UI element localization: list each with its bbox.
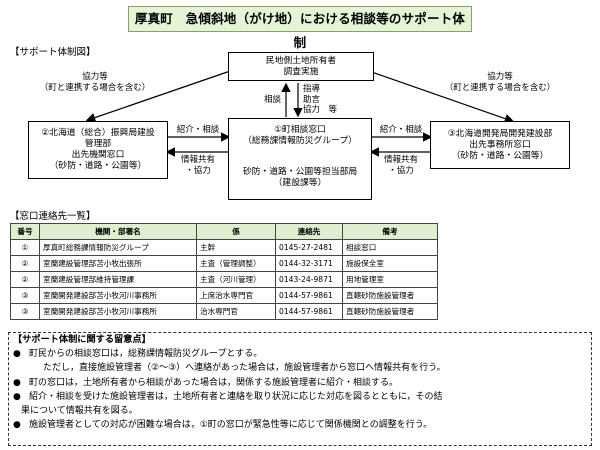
bullet-icon: ● <box>13 420 21 431</box>
note-text: 町の窓口は，土地所有者から相談があった場合は，関係する施設管理者に紹介・相談する… <box>29 377 399 388</box>
note-item: ● 町民からの相談窓口は，総務課情報防災グループとする。 ただし，直接施設管理者（… <box>13 347 587 375</box>
cell-position: 主幹 <box>196 239 276 256</box>
cell-remarks: 施設保全室 <box>342 255 438 272</box>
label-share-left-line1: 情報共有 <box>180 155 215 165</box>
cell-position: 治水専門官 <box>196 303 276 320</box>
label-share-left: 情報共有 ・協力 <box>170 155 226 176</box>
box-construction-dept-line1: 砂防・道路・公園等担当部局 <box>242 167 358 177</box>
table-row: ③ 室蘭開発建設部苫小牧河川事務所 治水専門官 0144-57-9861 直轄砂… <box>10 303 438 320</box>
table-row: ② 室蘭建設管理部苫小牧出張所 主査（管理調整） 0144-32-3171 施設… <box>10 255 438 272</box>
box-hokkaido-bureau-line1: ②北海道（総合）振興局建設 <box>41 128 155 138</box>
contacts-table: 番号 機関・部署名 係 連絡先 備考 ① 厚真町総務課情報防災グループ 主幹 0… <box>10 223 438 320</box>
cell-department: 厚真町総務課情報防災グループ <box>39 239 197 256</box>
note-text: 町民からの相談窓口は，総務課情報防災グループとする。 <box>29 349 263 360</box>
bullet-icon: ● <box>13 391 21 402</box>
col-remarks: 備考 <box>342 223 438 240</box>
box-construction-dept-line2: （建設課等） <box>273 178 327 188</box>
label-guidance-line1: 指導 <box>303 84 321 94</box>
note-text: 紹介・相談を受けた施設管理者は，土地所有者と連絡を取り状況に応じた対応を図るとと… <box>29 391 443 402</box>
note-item: ● 施設管理者としての対応が困難な場合は，①町の窓口が緊急性等に応じて関係機関との… <box>13 418 587 432</box>
arrow-top-right <box>354 62 515 124</box>
cell-remarks: 相談窓口 <box>342 239 438 256</box>
label-right-coop-line2: （町と連携する場合を含む） <box>444 82 556 93</box>
cell-number: ③ <box>10 303 40 320</box>
table-row: ① 厚真町総務課情報防災グループ 主幹 0145-27-2481 相談窓口 <box>10 239 438 256</box>
col-department: 機関・部署名 <box>39 223 197 240</box>
cell-remarks: 用地管理室 <box>342 271 438 288</box>
box-landowner-line2: 調査実施 <box>283 66 319 77</box>
label-share-left-line2: ・協力 <box>185 165 211 176</box>
note-item: ● 町の窓口は，土地所有者から相談があった場合は，関係する施設管理者に紹介・相談す… <box>13 376 587 390</box>
cell-number: ② <box>10 255 40 272</box>
box-development-bureau-line2: 出先事務所窓口 <box>469 139 531 150</box>
cell-phone: 0145-27-2481 <box>275 239 343 256</box>
box-town-window-line1: ①町相談窓口 <box>274 125 326 135</box>
box-development-bureau-line3: （砂防・道路・公園等） <box>451 150 549 161</box>
label-left-coop-line1: 協力等 <box>82 72 108 82</box>
note-continuation: 果について情報共有を図る。 <box>21 406 138 417</box>
label-left-coop-line2: （町と連携する場合を含む） <box>39 82 151 93</box>
cell-position: 主査（河川管理） <box>196 271 276 288</box>
label-consult: 相談 <box>264 95 282 105</box>
label-share-right-line1: 情報共有 <box>383 155 418 165</box>
cell-remarks: 直轄砂防施設管理者 <box>342 287 438 304</box>
box-hokkaido-bureau-line2: 管理部 <box>84 139 112 149</box>
cell-number: ② <box>10 271 40 288</box>
table-row: ③ 室蘭開発建設部苫小牧河川事務所 上席治水専門官 0144-57-9861 直… <box>10 287 438 304</box>
bullet-icon: ● <box>13 349 21 360</box>
cell-department: 室蘭建設管理部維持管理課 <box>39 271 197 288</box>
contacts-section-label: 【窓口連絡先一覧】 <box>10 211 96 222</box>
label-intro-right: 紹介・相談 <box>379 125 423 135</box>
cell-phone: 0144-57-9861 <box>275 303 343 320</box>
label-right-coop: 協力等 （町と連携する場合を含む） <box>420 72 580 93</box>
label-guidance-line2: 助言 <box>303 94 321 105</box>
box-development-bureau: ③北海道開発局開発建設部 出先事務所窓口 （砂防・道路・公園等） <box>430 121 570 169</box>
notes-title: 【サポート体制に関する留意点】 <box>13 334 151 345</box>
cell-department: 室蘭開発建設部苫小牧河川事務所 <box>39 303 197 320</box>
cell-position: 上席治水専門官 <box>196 287 276 304</box>
box-landowner: 民地側土地所有者 調査実施 <box>228 52 374 81</box>
col-phone: 連絡先 <box>275 223 343 240</box>
cell-phone: 0143-24-9871 <box>275 271 343 288</box>
cell-phone: 0144-32-3171 <box>275 255 343 272</box>
note-item: ● 紹介・相談を受けた施設管理者は，土地所有者と連絡を取り状況に応じた対応を図ると… <box>13 390 587 418</box>
label-intro-left: 紹介・相談 <box>176 125 220 135</box>
cell-number: ① <box>10 239 40 256</box>
cell-department: 室蘭建設管理部苫小牧出張所 <box>39 255 197 272</box>
label-share-right: 情報共有 ・協力 <box>374 155 428 176</box>
table-row: ② 室蘭建設管理部維持管理課 主査（河川管理） 0143-24-9871 用地管… <box>10 271 438 288</box>
arrow-top-left <box>85 62 245 123</box>
label-guidance: 指導 助言 協力 等 <box>303 84 337 116</box>
label-right-coop-line1: 協力等 <box>487 72 513 82</box>
note-continuation: ただし，直接施設管理者（②～③）へ連絡があった場合は，施設管理者から窓口へ情報共… <box>43 363 446 374</box>
cell-number: ③ <box>10 287 40 304</box>
note-text: 施設管理者としての対応が困難な場合は，①町の窓口が緊急性等に応じて関係機関との調… <box>29 420 433 431</box>
label-guidance-line3: 協力 等 <box>303 105 338 115</box>
notes-box: 【サポート体制に関する留意点】 ● 町民からの相談窓口は，総務課情報防災グループと… <box>8 332 592 446</box>
box-town-window-line2: （総務課情報防災グループ） <box>243 136 357 146</box>
box-hokkaido-bureau-line4: （砂防・道路・公園等） <box>49 161 147 171</box>
box-development-bureau-line1: ③北海道開発局開発建設部 <box>447 128 553 139</box>
col-position: 係 <box>196 223 276 240</box>
box-hokkaido-bureau-line3: 出先機関窓口 <box>71 150 125 160</box>
cell-phone: 0144-57-9861 <box>275 287 343 304</box>
label-share-right-line2: ・協力 <box>388 165 414 176</box>
cell-position: 主査（管理調整） <box>196 255 276 272</box>
diagram-section-label: 【サポート体制図】 <box>10 47 96 58</box>
cell-remarks: 直轄砂防施設管理者 <box>342 303 438 320</box>
box-town-window: ①町相談窓口 （総務課情報防災グループ） 砂防・道路・公園等担当部局 （建設課等… <box>228 118 372 200</box>
contacts-header-row: 番号 機関・部署名 係 連絡先 備考 <box>10 223 438 240</box>
label-left-coop: 協力等 （町と連携する場合を含む） <box>20 72 170 93</box>
box-hokkaido-bureau: ②北海道（総合）振興局建設 管理部 出先機関窓口 （砂防・道路・公園等） <box>28 121 168 179</box>
page-title: 厚真町 急傾斜地（がけ地）における相談等のサポート体制 <box>128 6 472 50</box>
bullet-icon: ● <box>13 377 21 388</box>
cell-department: 室蘭開発建設部苫小牧河川事務所 <box>39 287 197 304</box>
col-number: 番号 <box>10 223 40 240</box>
box-landowner-line1: 民地側土地所有者 <box>265 55 337 66</box>
